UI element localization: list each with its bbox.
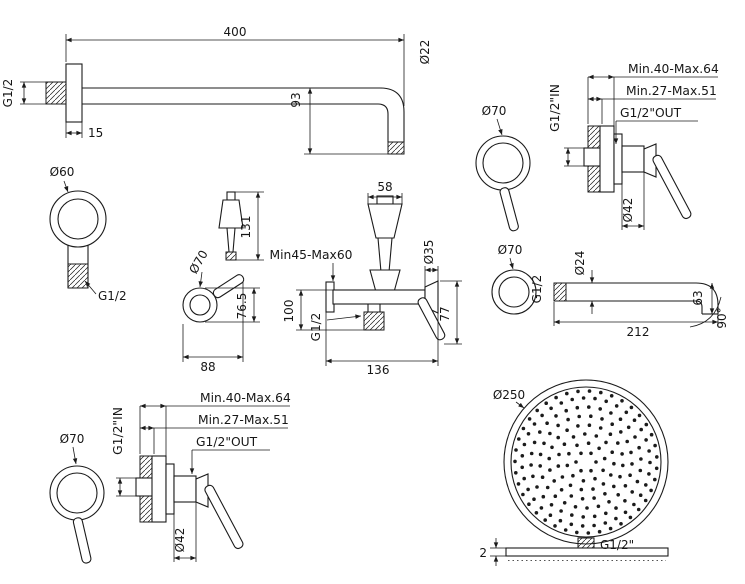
mixer-lever — [212, 274, 245, 299]
mixer-top-rosette-outer — [475, 135, 531, 191]
mixer-top-range-min-label: Min.27-Max.51 — [626, 84, 717, 98]
mixer-bottom-rosette-label: Ø70 — [60, 432, 85, 446]
mixer-top-inlet-label: G1/2"IN — [548, 84, 562, 132]
showerhead-face-outer — [503, 379, 669, 545]
mixer-top-handle-cone — [643, 143, 657, 178]
mixer-bottom-handle-diameter-label: Ø42 — [173, 528, 187, 553]
shower-arm-tip — [387, 141, 405, 155]
wall-mixer-top-drawing: Ø70 Min.40-Max.64 Min.27-Max.51 G1/2"OUT… — [475, 62, 719, 232]
mixer-bottom-rosette-outer — [49, 465, 105, 521]
mixer-top-range-max-label: Min.40-Max.64 — [628, 62, 719, 76]
shower-arm-tube-outer — [82, 87, 405, 142]
holder-cup — [369, 269, 401, 293]
holder-side-height-label: 77 — [438, 306, 452, 321]
arm-length-label: 400 — [224, 25, 247, 39]
mixer-bottom-range-max-label: Min.40-Max.64 — [200, 391, 291, 405]
arm-tube-diameter-label: Ø22 — [418, 40, 432, 65]
mixer-bottom-handle-cone — [195, 473, 209, 508]
showerhead-thickness-label: 2 — [479, 546, 487, 560]
mixer-top-plate — [599, 125, 615, 193]
spray-nut — [225, 251, 237, 261]
wall-elbow-drawing: Ø60 G1/2 — [49, 165, 127, 303]
wall-mixer-bottom-drawing: Ø70 Min.40-Max.64 Min.27-Max.51 G1/2"OUT… — [49, 391, 291, 564]
holder-thread-label: G1/2 — [309, 313, 323, 342]
mixer-top-outlet-label: G1/2"OUT — [620, 106, 682, 120]
holder-inlet-thread — [363, 311, 385, 331]
mixer-top-rosette-inner — [482, 142, 524, 184]
mixer-rosette-diameter-label: Ø70 — [186, 248, 210, 276]
showerhead-face-inner — [510, 386, 662, 538]
showerhead-diameter-label: Ø250 — [493, 388, 525, 402]
spout-rosette-outer — [491, 269, 537, 315]
arm-drop-label: 93 — [289, 92, 303, 107]
mixer-bottom-front-lever — [72, 517, 92, 564]
holder-wall-range-label: Min45-Max60 — [270, 248, 353, 262]
holder-bar — [332, 289, 426, 305]
elbow-rosette-inner — [57, 198, 99, 240]
holder-cone-diameter-label: Ø35 — [422, 240, 436, 265]
spout-tube-diameter-label: Ø24 — [573, 251, 587, 276]
mixer-bottom-body — [173, 475, 197, 503]
shower-arm-thread-nipple — [45, 81, 67, 105]
spout-drop-label: 63 — [691, 290, 705, 305]
elbow-rosette-outer — [49, 190, 107, 248]
shower-arm-wall-flange — [65, 63, 83, 123]
mixer-rosette-inner — [189, 294, 211, 316]
showerhead-drawing: Ø250 G1/2" 2 — [479, 379, 669, 566]
mixer-rosette-outer — [182, 287, 218, 323]
mixer-bottom-inlet-label: G1/2"IN — [111, 407, 125, 455]
mixer-top-front-lever — [499, 187, 519, 232]
spray-length-label: 131 — [239, 216, 253, 239]
spout-angle-label: 90° — [715, 307, 729, 328]
spout-drawing: Ø70 G1/2 Ø24 63 90° 212 — [491, 243, 729, 339]
mixer-top-rosette-label: Ø70 — [482, 104, 507, 118]
mixer-bottom-rosette-side — [165, 463, 175, 515]
shower-arm-tube-inner — [82, 103, 389, 142]
mixer-top-lever — [652, 154, 692, 220]
holder-length-label: 136 — [367, 363, 390, 377]
handspray-mixer-drawing: 131 Ø70 76.5 88 — [182, 191, 264, 374]
spout-tube-inner — [566, 300, 703, 314]
holder-head-width-label: 58 — [377, 180, 392, 194]
spout-projection-label: 212 — [627, 325, 650, 339]
showerhead-connector — [577, 537, 595, 549]
spout-rosette-inner — [498, 276, 530, 308]
mixer-bottom-plate — [151, 455, 167, 523]
mixer-top-rosette-side — [613, 133, 623, 185]
mixer-bottom-outlet-label: G1/2"OUT — [196, 435, 258, 449]
spray-nozzle-cap — [226, 191, 236, 201]
elbow-thread-label: G1/2 — [98, 289, 127, 303]
mixer-depth-label: 88 — [200, 360, 215, 374]
mixer-bottom-lever — [204, 484, 244, 550]
mixer-height-label: 76.5 — [235, 293, 249, 320]
mixer-bottom-range-min-label: Min.27-Max.51 — [198, 413, 289, 427]
arm-wall-thread-label: G1/2 — [1, 79, 15, 108]
elbow-diameter-label: Ø60 — [50, 165, 75, 179]
showerhead-thread-label: G1/2" — [600, 538, 634, 552]
shower-arm-drawing: 400 Ø22 G1/2 15 93 — [1, 25, 432, 155]
spout-rosette-label: Ø70 — [498, 243, 523, 257]
spray-holder-drawing: 58 Min45-Max60 100 G1/2 Ø35 77 136 — [270, 180, 462, 377]
holder-inlet-drop-label: 100 — [282, 300, 296, 323]
spout-wall-nipple — [553, 282, 567, 302]
mixer-top-body — [621, 145, 645, 173]
arm-flange-depth-label: 15 — [88, 126, 103, 140]
holder-spray-grip — [377, 237, 393, 273]
holder-spray-cone — [367, 203, 403, 239]
showerhead-plate-side — [505, 547, 669, 557]
spray-head-cone — [218, 199, 244, 229]
showerhead-nozzles — [513, 389, 659, 535]
elbow-thread-tip — [67, 263, 89, 289]
mixer-bottom-rosette-inner — [56, 472, 98, 514]
mixer-top-handle-diameter-label: Ø42 — [621, 198, 635, 223]
spout-thread-label: G1/2 — [530, 275, 544, 304]
spray-grip — [226, 227, 236, 253]
